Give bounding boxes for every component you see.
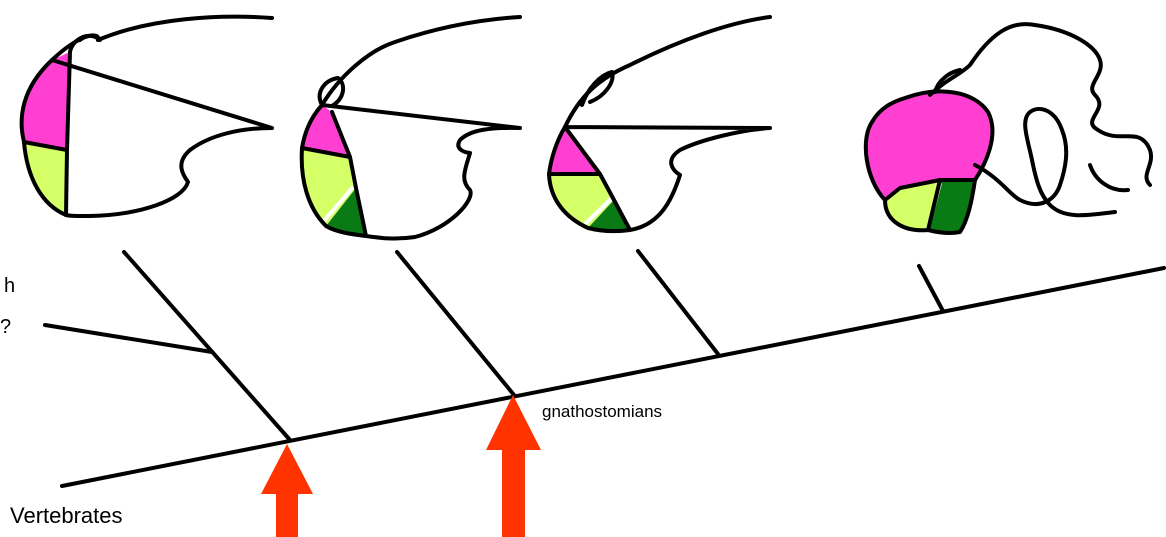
partial-taxon-label-bottom: ?: [0, 316, 11, 339]
branch-embryo-3: [638, 251, 718, 354]
partial-taxon-label-top: h: [4, 275, 15, 298]
gnathostomians-label: gnathostomians: [542, 402, 662, 422]
embryo-3: [549, 17, 770, 231]
embryo-4-loop-inner: [1090, 165, 1128, 190]
embryo-2: [302, 17, 520, 239]
branch-embryo-1: [124, 252, 290, 440]
phylogenetic-tree: [45, 251, 1164, 486]
branch-embryo-2: [397, 252, 514, 395]
origin-arrows: [261, 395, 541, 537]
embryo-1: [22, 17, 272, 216]
gnathostome-origin-arrow: [486, 395, 541, 537]
tree-main-trunk: [62, 268, 1164, 486]
embryo-1-bump: [70, 36, 100, 52]
branch-unknown-taxon: [45, 325, 212, 352]
embryo-4: [866, 24, 1151, 233]
branch-embryo-4: [919, 266, 943, 311]
vertebrates-label: Vertebrates: [10, 503, 123, 529]
vertebrate-origin-arrow: [261, 444, 313, 537]
